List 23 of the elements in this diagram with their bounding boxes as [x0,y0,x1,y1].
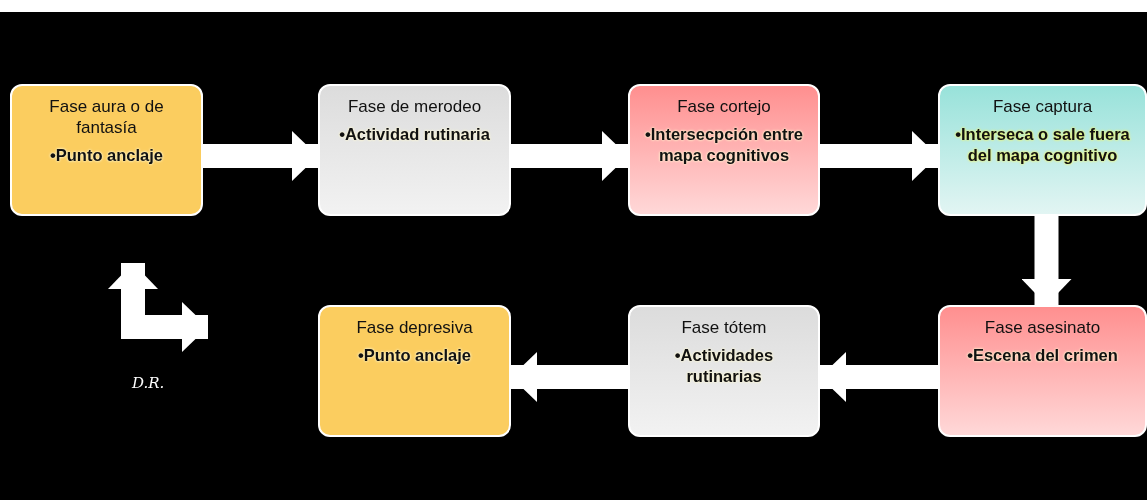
bullet-text: •Escena del crimen [967,345,1118,366]
process-box [938,305,1147,437]
phase-title: Fase de merodeo [347,96,482,117]
initials-note: D.R. [132,374,165,392]
bullet-text: •Intersecpción entre mapa cognitivos [644,124,804,166]
phase-title: Fase depresiva [356,317,473,338]
bullet-text: •Interseca o sale fuera del mapa cognitivo [954,124,1131,166]
bullet-text: •Actividades rutinarias [673,345,775,387]
bullet-text: •Actividad rutinaria [339,124,490,145]
process-box [318,84,511,216]
block-arrow [108,263,208,352]
phase-title: Fase asesinato [984,317,1101,338]
process-box [628,305,820,437]
phase-title: Fase aura o de fantasía [48,96,165,138]
phase-title: Fase tótem [681,317,767,338]
bullet-text: •Punto anclaje [49,145,164,166]
process-box [10,84,203,216]
phase-title: Fase captura [992,96,1093,117]
phase-title: Fase cortejo [677,96,771,117]
process-box [628,84,820,216]
process-box [938,84,1147,216]
process-box [318,305,511,437]
bullet-text: •Punto anclaje [357,345,472,366]
